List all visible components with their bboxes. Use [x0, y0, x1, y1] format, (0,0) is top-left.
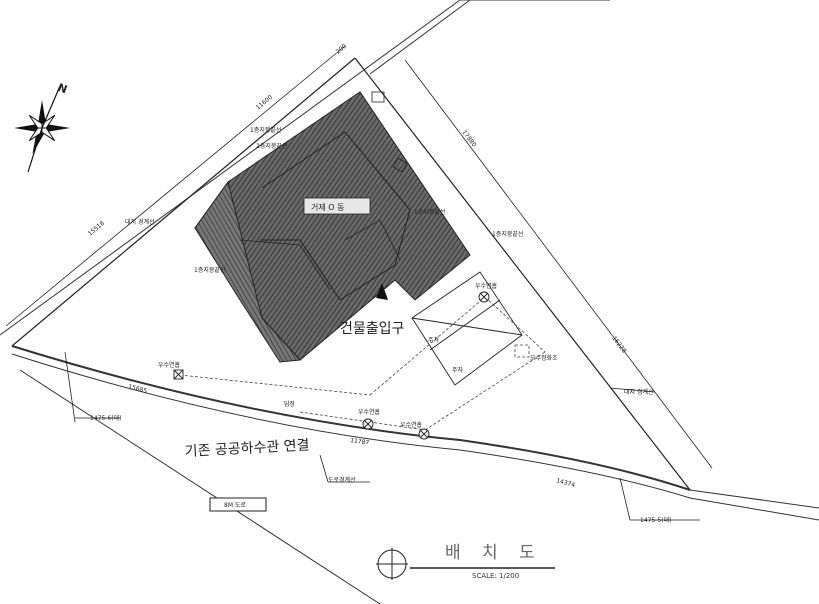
title-block [376, 548, 555, 580]
dim-top-small: 200 [335, 43, 348, 56]
utility-dashed [179, 296, 546, 431]
boundary-left-label: 대지 경계선 [125, 218, 155, 226]
road-boundary-label: 도로경계선 [328, 476, 356, 484]
dim-right-lower: 16228 [610, 335, 627, 355]
dim-left: 15518 [87, 220, 106, 238]
rain-label-3: 우수연흡 [400, 421, 423, 429]
parking-label-2: 주차 [452, 366, 464, 374]
entrance-label: 건물출입구 [340, 321, 405, 337]
map-box [209, 497, 267, 512]
site-boundary [11, 57, 691, 491]
dim-bottom-mid: 11787 [350, 437, 370, 447]
eave-label-2: 2층지붕끝선 [256, 142, 287, 150]
building-name: 거제 O 동 [311, 203, 344, 212]
eave-label-5: 1층지붕끝선 [194, 266, 225, 274]
dim-bottom-right: 14374 [555, 477, 575, 489]
lot-right-label: 1475-5(대) [640, 516, 671, 524]
road-edges [0, 0, 610, 336]
rain-markers [173, 291, 490, 440]
map-box-label: 8M 도로 [224, 502, 246, 509]
rain-label-1: 우수연흡 [158, 361, 181, 369]
fence-label: 담장 [284, 400, 296, 408]
eave-label-3: 1층지붕끝선 [414, 208, 445, 216]
eave-label-1: 1층지붕끝선 [250, 126, 281, 134]
parking [411, 271, 523, 386]
rain-label-4: 우수연흡 [475, 282, 498, 290]
lot-left-label: 1475-6(대) [90, 414, 121, 422]
entrance-arrow [376, 283, 388, 300]
eave-label-4: 1층지붕끝선 [492, 230, 523, 238]
boundary-right-label: 대지 경계선 [624, 388, 654, 396]
building [194, 91, 471, 363]
drawing-title: 배 치 도 [445, 543, 543, 563]
dim-top: 11600 [255, 94, 274, 112]
parking-label-1: 주차 [428, 336, 440, 344]
drawing-scale: SCALE: 1/200 [472, 572, 519, 580]
sewer-label: 기존 공공하수관 연결 [184, 437, 309, 460]
dimension-lines [5, 45, 713, 521]
compass-icon [14, 85, 70, 173]
manhole-label: 오수정화조 [530, 355, 558, 362]
north-label: N [56, 81, 69, 96]
rain-label-2: 우수연흡 [358, 408, 381, 416]
dim-bottom-left: 15685 [127, 383, 147, 395]
